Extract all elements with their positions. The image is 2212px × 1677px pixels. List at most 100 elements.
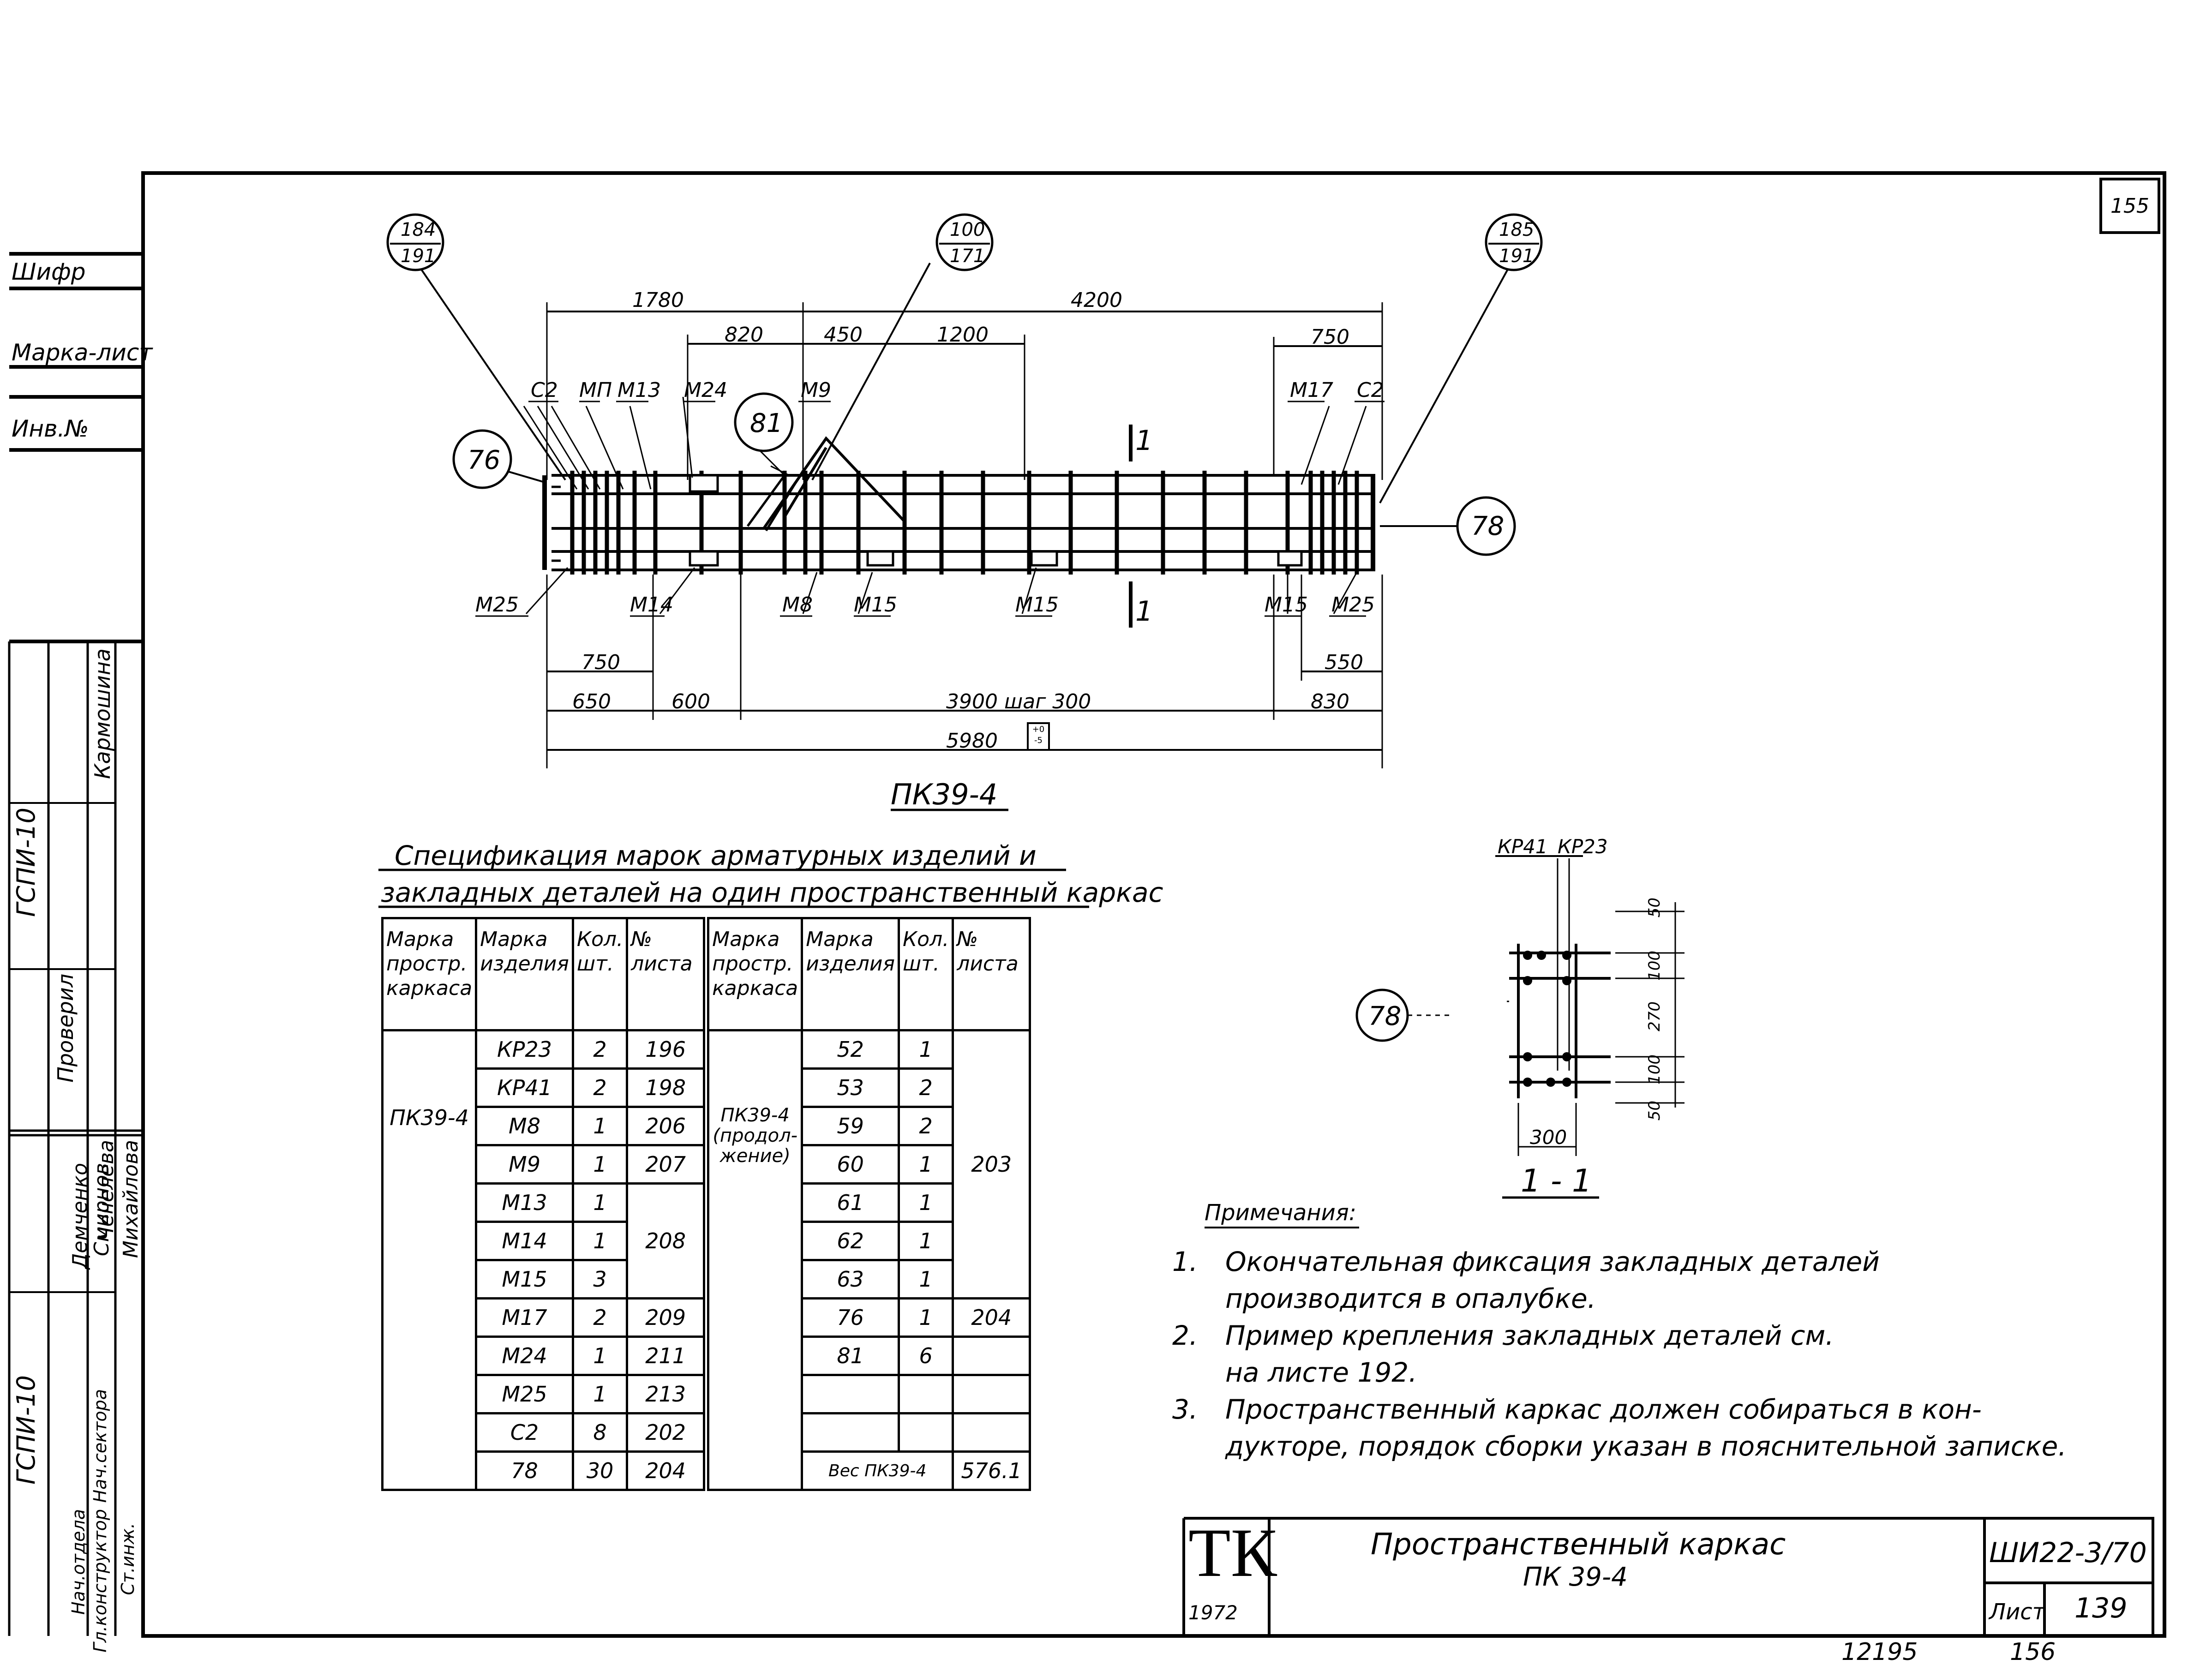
sheet-cell: 207	[626, 1144, 707, 1185]
sheet-corner-number: 155	[2099, 178, 2160, 234]
callout-right-den: 191	[1499, 246, 1535, 267]
header-item-mark: Марка изделия	[475, 917, 574, 1031]
dim-1200: 1200	[937, 323, 989, 347]
dim-600: 600	[671, 690, 710, 713]
qty-cell: 1	[571, 1144, 629, 1185]
spec-table: Марка простр. каркаса Марка изделия Кол.…	[381, 917, 1031, 1491]
qty-cell: 1	[897, 1029, 954, 1070]
header-qty-2: Кол. шт.	[897, 917, 954, 1031]
qty-cell: 8	[571, 1412, 629, 1453]
sheet-cell-merged: 208	[626, 1182, 707, 1300]
header-frame-mark: Марка простр. каркаса	[381, 917, 478, 1031]
item-mark-cell: М8	[475, 1106, 574, 1146]
qty-cell: 1	[897, 1259, 954, 1300]
section-label-kr23: КР23	[1558, 835, 1608, 858]
qty-cell: 1	[571, 1182, 629, 1223]
header-sheet-2: № листа	[952, 917, 1031, 1031]
dim-1780: 1780	[632, 288, 684, 312]
mark-mp: МП	[579, 378, 612, 402]
callout-right-num: 185	[1499, 219, 1535, 240]
sheet-mark-label: Марка-лист	[12, 339, 153, 366]
title-line1: Пространственный каркас	[1371, 1527, 1786, 1562]
mark-m14: М14	[630, 593, 673, 617]
title-line2: ПК 39-4	[1523, 1562, 1628, 1592]
role-3: Нач.сектора	[90, 1389, 110, 1503]
callout-left-den: 191	[401, 246, 436, 267]
section-mark-bottom: 1	[1135, 595, 1153, 628]
dim-820: 820	[725, 323, 763, 347]
section-title: 1 - 1	[1521, 1163, 1592, 1199]
qty-cell: 30	[571, 1450, 629, 1491]
item-mark-cell: 59	[801, 1106, 900, 1146]
name-4: Михайлова	[119, 1140, 143, 1258]
mark-m25-left: М25	[475, 593, 519, 617]
section-label-kr41: КР41	[1498, 835, 1548, 858]
section-dim-270: 270	[1645, 1001, 1664, 1031]
checked-name: Кармошина	[90, 648, 115, 779]
sheet-label: Лист	[1989, 1599, 2045, 1625]
mark-m8: М8	[782, 593, 813, 617]
mark-m9: М9	[801, 378, 831, 402]
note-1-line2: производится в опалубке.	[1225, 1283, 1596, 1314]
qty-cell	[897, 1374, 954, 1414]
section-dim-50-bottom: 50	[1645, 1101, 1664, 1121]
item-mark-cell: М14	[475, 1221, 574, 1261]
qty-cell	[897, 1412, 954, 1453]
item-mark-cell: М17	[475, 1297, 574, 1338]
section-dim-100-top: 100	[1645, 951, 1664, 981]
item-mark-cell: 78	[475, 1450, 574, 1491]
qty-cell: 1	[897, 1144, 954, 1185]
sheet-cell: 213	[626, 1374, 707, 1414]
callout-78-section: 78	[1368, 1001, 1402, 1031]
note-1-line1: Окончательная фиксация закладных деталей	[1225, 1246, 1880, 1277]
callout-center-num: 100	[950, 219, 985, 240]
note-2-line1: Пример крепления закладных деталей см.	[1225, 1320, 1834, 1351]
callout-81: 81	[750, 408, 783, 438]
checked-label: Проверил	[53, 974, 78, 1083]
mark-m24: М24	[684, 378, 727, 402]
org-top: ГСПИ-10	[12, 808, 41, 917]
callout-center-den: 171	[950, 246, 985, 267]
sheet-cell: 209	[626, 1297, 707, 1338]
qty-cell: 1	[571, 1106, 629, 1146]
note-1-num: 1.	[1172, 1246, 1198, 1277]
sheet-cell: 198	[626, 1067, 707, 1108]
qty-cell: 2	[571, 1297, 629, 1338]
section-mark-top: 1	[1135, 425, 1153, 457]
qty-cell: 1	[897, 1221, 954, 1261]
tolerance-box: +0 -5	[1027, 722, 1050, 751]
mark-c2-right: С2	[1357, 378, 1384, 402]
item-mark-cell: 63	[801, 1259, 900, 1300]
qty-cell: 2	[571, 1029, 629, 1070]
spec-title-line1: Спецификация марок арматурных изделий и	[395, 840, 1037, 871]
section-dim-50-top: 50	[1645, 898, 1664, 918]
item-mark-cell: М25	[475, 1374, 574, 1414]
sheet-number: 139	[2074, 1592, 2128, 1624]
callout-76: 76	[468, 445, 501, 475]
org-bottom: ГСПИ-10	[12, 1375, 41, 1485]
sheet-cell	[952, 1336, 1031, 1376]
item-mark-cell	[801, 1412, 900, 1453]
cipher-label: Шифр	[12, 258, 86, 285]
item-mark-cell: С2	[475, 1412, 574, 1453]
callout-78: 78	[1471, 511, 1505, 541]
footer-right: 156	[2010, 1638, 2056, 1666]
qty-cell: 1	[897, 1297, 954, 1338]
header-sheet: № листа	[626, 917, 707, 1031]
sheet-cell-merged: 203	[952, 1029, 1031, 1300]
item-mark-cell: 52	[801, 1029, 900, 1070]
section-dim-100-bottom: 100	[1645, 1054, 1664, 1084]
role-1: Гл.конструктор	[90, 1509, 110, 1653]
qty-cell: 3	[571, 1259, 629, 1300]
qty-cell: 1	[897, 1182, 954, 1223]
frame-title: ПК39-4	[891, 778, 998, 811]
header-qty: Кол. шт.	[571, 917, 629, 1031]
dim-450: 450	[824, 323, 863, 347]
